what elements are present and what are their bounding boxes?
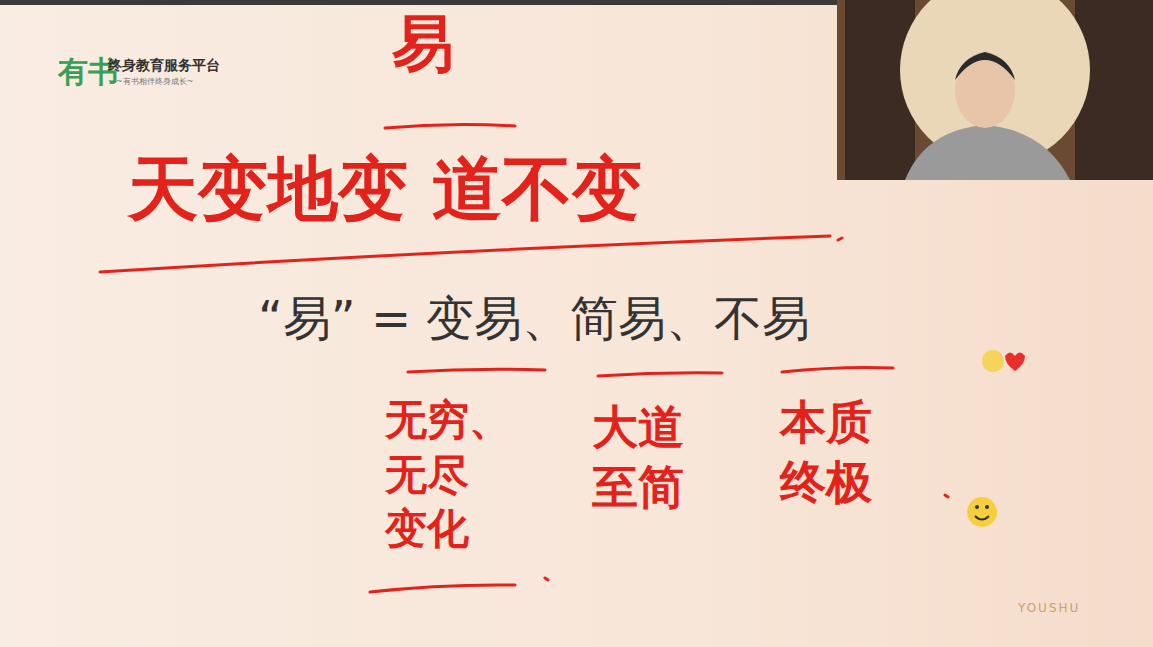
slide-title: 易 xyxy=(392,10,454,78)
hand-note: 大道 至简 xyxy=(592,398,707,518)
hand-underlines xyxy=(100,124,948,592)
webcam-frame xyxy=(837,0,1153,180)
hand-note: 天变地变 道不变 xyxy=(128,150,642,227)
logo-tagline: ~有书相伴终身成长~ xyxy=(116,76,193,87)
watermark: YOUSHU xyxy=(1018,601,1080,615)
hand-note: 无穷、无尽 变化 xyxy=(385,393,515,557)
emoji-reactions xyxy=(967,350,1025,527)
hand-note: 本质 终极 xyxy=(780,393,895,513)
printed-line: “易” = 变易、简易、不易 xyxy=(258,290,810,348)
logo-text: 终身教育服务平台 xyxy=(108,57,220,75)
